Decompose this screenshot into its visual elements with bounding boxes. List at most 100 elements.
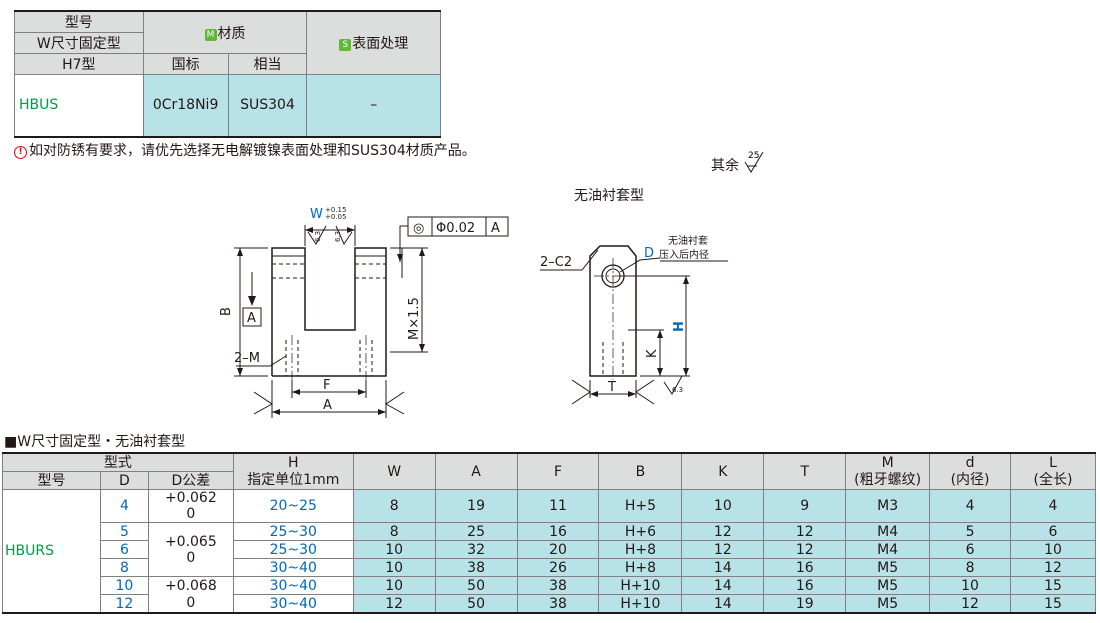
gdt-datum: A xyxy=(491,221,500,236)
warning-icon: ! xyxy=(14,146,27,159)
w-cell: 8 xyxy=(352,522,436,541)
h-cell: 30~40 xyxy=(232,576,354,595)
material-header-label: 材质 xyxy=(217,25,246,42)
s-badge-icon: S xyxy=(339,39,352,51)
d-tol-cell: +0.065 0 xyxy=(147,522,234,577)
k-cell: 10 xyxy=(681,489,765,523)
m-badge-icon: M xyxy=(204,28,217,41)
rust-note: !如对防锈有要求，请优先选择无电解镀镍表面处理和SUS304材质产品。 xyxy=(14,140,476,160)
w-tol-upper: +0.15 xyxy=(325,206,346,214)
dd-cell: 4 xyxy=(929,489,1011,523)
w-tol-lower: +0.05 xyxy=(325,213,346,221)
d-tol-lower: 0 xyxy=(186,506,196,522)
l-cell: 15 xyxy=(1010,594,1096,614)
national-cell: 0Cr18Ni9 xyxy=(142,74,229,137)
m-header-label: M xyxy=(881,454,894,471)
m-depth-label: M×1.5 xyxy=(407,297,422,340)
b-label: B xyxy=(219,307,234,316)
dd-cell: 6 xyxy=(929,540,1011,559)
b-cell: H+10 xyxy=(598,594,683,614)
d-note-line1: 无油衬套 xyxy=(668,234,708,247)
d-note-line2: 压入后内径 xyxy=(659,248,709,261)
t-cell: 12 xyxy=(763,522,847,541)
m-cell: M5 xyxy=(845,558,931,577)
f-cell: 20 xyxy=(516,540,600,559)
t-label: T xyxy=(607,380,616,395)
d-tol-lower: 0 xyxy=(186,594,196,611)
spec-table: 型式 H 指定单位1mm W A F B K T M (粗牙螺纹) d (内径)… xyxy=(2,452,1096,614)
drawing-title: 无油衬套型 xyxy=(574,188,644,204)
h-label: H xyxy=(672,321,687,332)
l-header-sub: (全长) xyxy=(1033,471,1073,488)
dd-cell: 10 xyxy=(929,576,1011,595)
f-label: F xyxy=(323,378,330,393)
h-header: H 指定单位1mm xyxy=(232,452,354,490)
d-col-header: D xyxy=(99,471,149,490)
m-cell: M5 xyxy=(845,594,931,614)
a-cell: 50 xyxy=(434,594,518,614)
k-label: K xyxy=(645,349,660,358)
t-cell: 16 xyxy=(763,576,847,595)
roughness-symbol-icon: 25 xyxy=(745,151,764,173)
dd-cell: 5 xyxy=(929,522,1011,541)
a-cell: 25 xyxy=(434,522,518,541)
model-col-header: 型号 xyxy=(2,471,101,490)
f-cell: 26 xyxy=(516,558,600,577)
type-header: 型式 xyxy=(2,452,234,472)
rough-c-value: 6.3 xyxy=(672,386,683,394)
a-label: A xyxy=(323,398,332,413)
t-cell: 19 xyxy=(763,594,847,614)
rough-b-value: 6.3 xyxy=(334,231,342,242)
d-tol-upper: +0.065 xyxy=(164,533,217,550)
a-header: A xyxy=(434,452,518,490)
h-cell: 25~30 xyxy=(232,540,354,559)
t-cell: 9 xyxy=(763,489,847,523)
equivalent-header: 相当 xyxy=(227,53,308,75)
dd-header: d (内径) xyxy=(929,452,1011,490)
w-label: W xyxy=(310,207,323,222)
model-header: 型号 xyxy=(14,10,144,33)
d-cell: 6 xyxy=(99,540,149,559)
h-cell: 25~30 xyxy=(232,522,354,541)
f-header: F xyxy=(516,452,600,490)
w-header: W xyxy=(352,452,436,490)
table-row: 5 +0.065 0 25~30 8 25 16 H+6 12 12 M4 5 … xyxy=(3,522,1096,577)
h-cell: 30~40 xyxy=(232,594,354,614)
datum-a-label: A xyxy=(247,311,256,326)
dd-header-sub: (内径) xyxy=(950,471,990,488)
f-cell: 16 xyxy=(516,522,600,541)
dd-cell: 12 xyxy=(929,594,1011,614)
a-cell: 19 xyxy=(434,489,518,523)
d-cell: 5 xyxy=(99,522,149,541)
d-cell: 8 xyxy=(99,558,149,577)
w-cell: 8 xyxy=(352,489,436,523)
table-row: 8 30~40 10 38 26 H+8 14 16 M5 8 12 xyxy=(3,558,1096,577)
surface-roughness-note: 其余 25 xyxy=(711,150,765,175)
d-label: D xyxy=(644,246,654,261)
l-cell: 12 xyxy=(1010,558,1096,577)
gdt-value: Φ0.02 xyxy=(436,221,475,236)
surface-header-label: 表面处理 xyxy=(352,36,409,52)
d-tol-header: D公差 xyxy=(147,471,234,490)
technical-drawing: 无油衬套型 xyxy=(219,188,728,418)
equivalent-cell: SUS304 xyxy=(227,74,308,137)
roughness-value: 25 xyxy=(748,151,759,161)
h7-header: H7型 xyxy=(14,53,144,75)
section-title: ■W尺寸固定型・无油衬套型 xyxy=(4,434,186,450)
l-cell: 10 xyxy=(1010,540,1096,559)
t-cell: 12 xyxy=(763,540,847,559)
d-tol-upper: +0.062 xyxy=(164,490,217,506)
d-tol-cell: +0.062 0 xyxy=(147,489,234,523)
two-m-label: 2–M xyxy=(234,351,260,366)
d-cell: 4 xyxy=(99,489,149,523)
b-cell: H+10 xyxy=(598,576,683,595)
table-row: 10 +0.068 0 30~40 10 50 38 H+10 14 16 M5… xyxy=(3,576,1096,614)
rust-note-text: 如对防锈有要求，请优先选择无电解镀镍表面处理和SUS304材质产品。 xyxy=(29,143,476,159)
m-cell: M5 xyxy=(845,576,931,595)
roughness-label: 其余 xyxy=(711,158,739,174)
t-cell: 16 xyxy=(763,558,847,577)
k-cell: 14 xyxy=(681,576,765,595)
l-header-label: L xyxy=(1049,454,1057,471)
